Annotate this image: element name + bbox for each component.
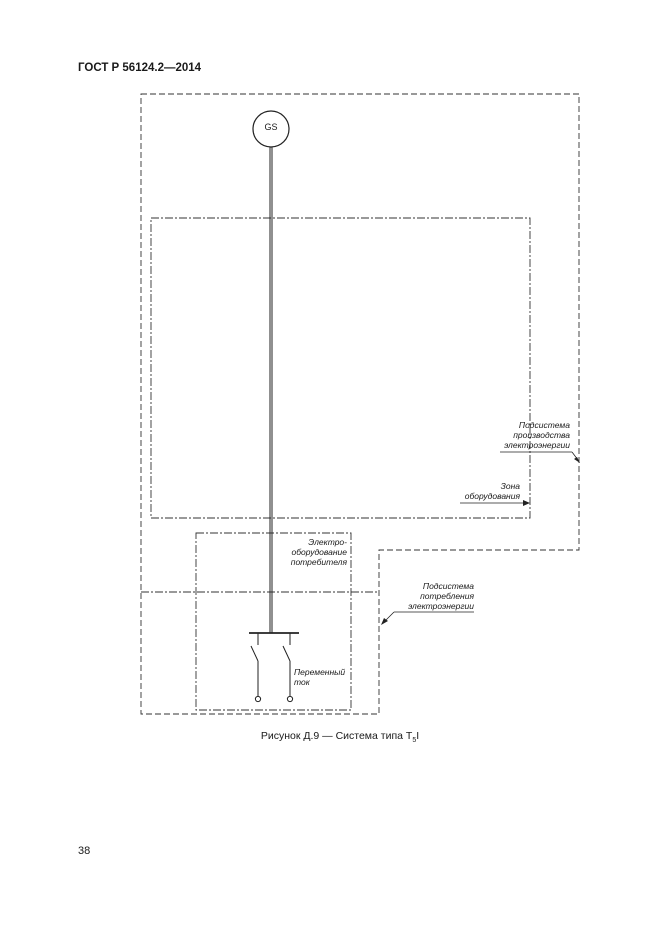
consumer-equipment-boundary (195, 532, 352, 711)
generator-label: GS (264, 122, 278, 132)
arrow-head (381, 618, 388, 625)
generator-symbol (252, 110, 290, 148)
switch-blade (282, 645, 291, 662)
label-equipment-zone: Зона оборудования (464, 481, 520, 501)
production-subsystem-boundary (140, 93, 580, 715)
label-consumption-subsystem: Подсистема потребления электроэнергии (408, 581, 474, 611)
arrow-head (523, 500, 530, 506)
switch-blade (250, 645, 259, 662)
label-consumer-equipment: Электро- оборудование потребителя (290, 537, 347, 567)
terminal (286, 695, 294, 703)
terminal (254, 695, 262, 703)
equipment-zone-boundary (150, 217, 531, 519)
page-number: 38 (78, 845, 91, 857)
label-alternating-current: Переменный ток (294, 667, 346, 687)
label-production-subsystem: Подсистема производства электроэнергии (504, 420, 570, 450)
arrow-head (574, 457, 580, 463)
figure-caption: Рисунок Д.9 — Система типа T5I (260, 730, 420, 745)
leader-line (384, 611, 395, 622)
document-header: ГОСТ Р 56124.2—2014 (78, 62, 202, 74)
